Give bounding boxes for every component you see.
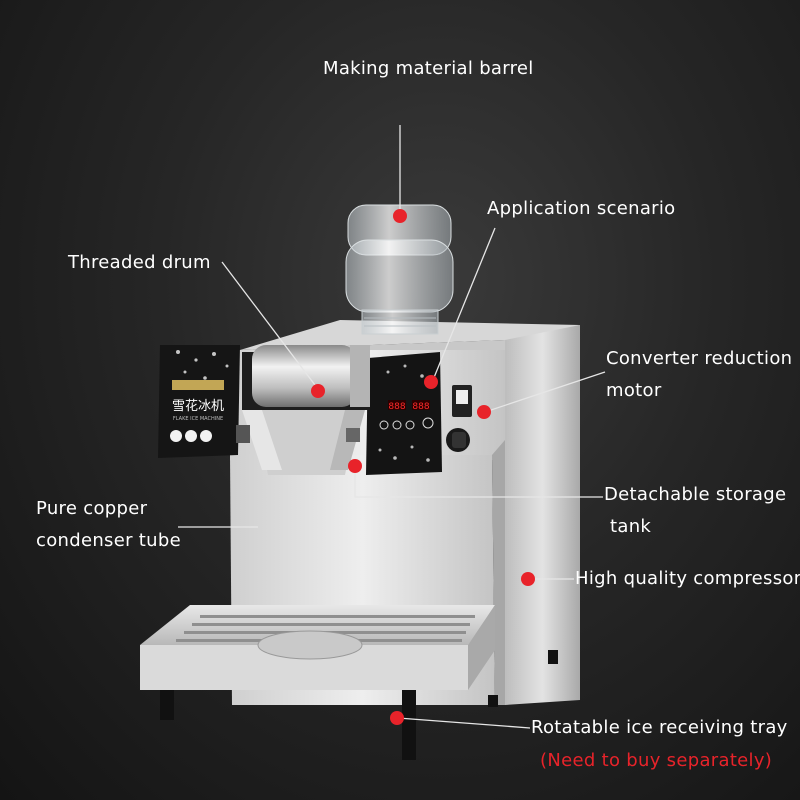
callout-markers [311,209,535,725]
marker-drum [311,384,325,398]
marker-scenario [424,375,438,389]
callout-tank-line2: tank [610,516,652,537]
marker-barrel [393,209,407,223]
callout-tank: Detachable storage tank [604,479,786,543]
display-left: 888 [388,402,405,412]
left-control-panel: 雪花冰机 FLAKE ICE MACHINE [158,345,240,458]
callout-barrel: Making material barrel [323,53,534,85]
callout-scenario: Application scenario [487,193,676,225]
leader-motor [484,371,606,413]
leader-tray [397,717,531,729]
marker-compressor [521,572,535,586]
marker-tray [390,711,404,725]
panel-logo: 雪花冰机 [172,398,224,414]
callout-motor-line1: Converter reduction [606,348,793,369]
callout-compressor: High quality compressor [575,563,800,595]
callout-condenser: Pure copper condenser tube [36,493,181,557]
callout-condenser-line2: condenser tube [36,530,181,551]
callout-tray-text: Rotatable ice receiving tray [531,717,788,738]
leader-tank [354,466,603,498]
callout-drum-text: Threaded drum [68,252,211,273]
callout-compressor-text: High quality compressor [575,568,800,589]
panel-logo-sub: FLAKE ICE MACHINE [173,416,223,422]
ice-receiving-tray [140,605,495,690]
callout-tray-note: (Need to buy separately) [540,745,772,777]
leader-lines [178,125,606,729]
callout-motor-line2: motor [606,380,662,401]
callout-tray-note-text: (Need to buy separately) [540,750,773,771]
right-control-panel: 888 888 [366,352,442,475]
callout-condenser-line1: Pure copper [36,498,148,519]
marker-tank [348,459,362,473]
callout-motor: Converter reduction motor [606,343,792,407]
callout-barrel-text: Making material barrel [323,58,534,79]
machine-feet [160,650,558,760]
leader-scenario [432,227,496,381]
callout-drum: Threaded drum [68,247,211,279]
material-barrel [345,204,454,335]
callout-tray: Rotatable ice receiving tray [531,712,788,744]
leader-drum [221,261,319,390]
display-right: 888 [412,402,429,412]
threaded-drum-assembly [236,345,370,475]
callout-scenario-text: Application scenario [487,198,676,219]
power-switch [446,385,472,452]
callout-tank-line1: Detachable storage [604,484,787,505]
marker-motor [477,405,491,419]
